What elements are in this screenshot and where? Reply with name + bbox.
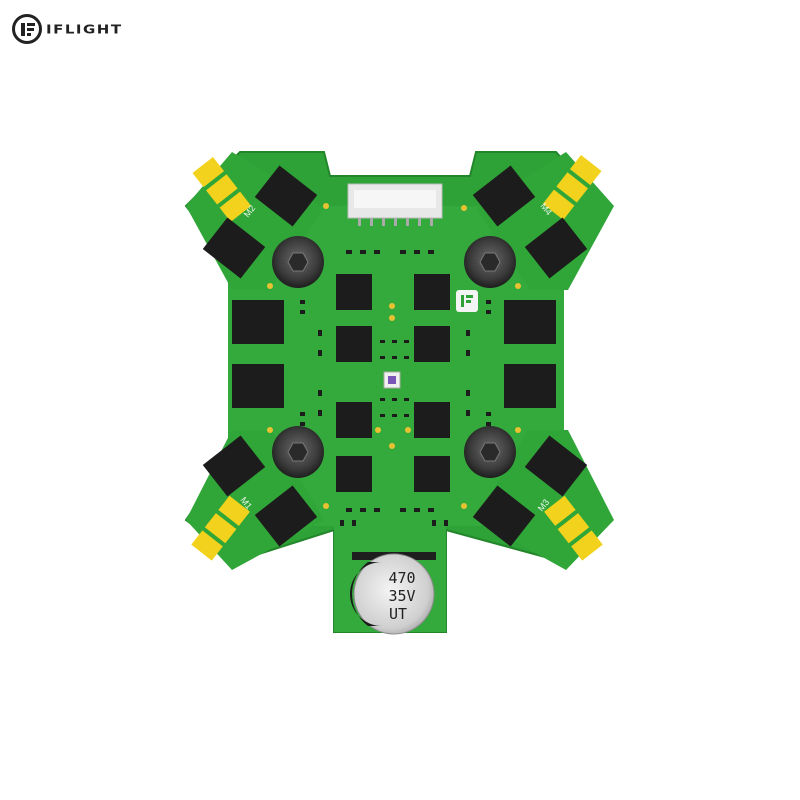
center-led	[383, 371, 401, 389]
connector	[347, 183, 443, 226]
motor-pads	[191, 154, 603, 561]
test-pads	[267, 203, 521, 509]
arm-mosfets	[202, 165, 588, 547]
capacitor-series: UT	[389, 605, 407, 623]
capacitor: 470 35V UT	[350, 552, 436, 635]
capacitor-value: 470	[388, 569, 415, 587]
center-chips	[336, 274, 450, 492]
smd-components	[300, 250, 491, 526]
brand-name: IFLIGHT	[46, 21, 123, 37]
brand-logo: IFLIGHT	[12, 14, 123, 44]
capacitor-voltage: 35V	[388, 587, 415, 605]
board-logo-icon	[456, 290, 478, 312]
side-mosfets	[232, 300, 556, 408]
iflight-logo-icon	[12, 14, 42, 44]
mounting-holes	[272, 236, 516, 478]
